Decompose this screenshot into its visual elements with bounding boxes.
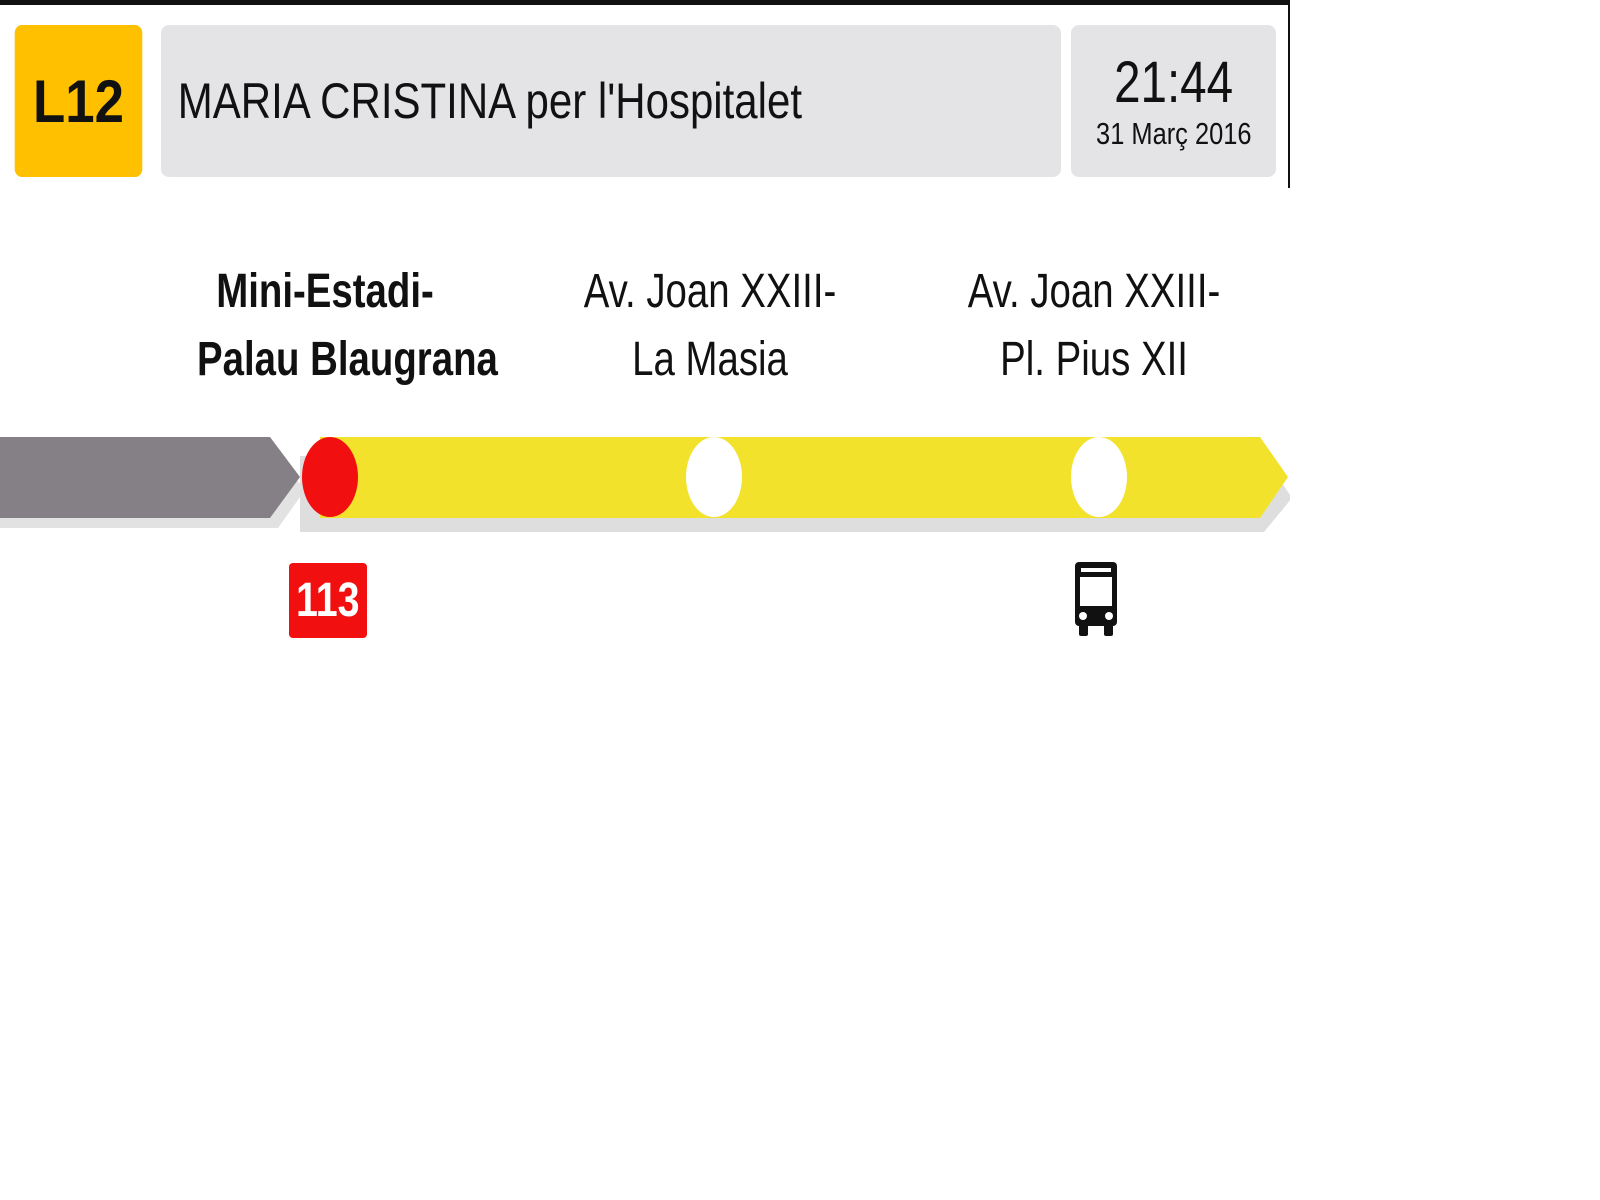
- destination-panel: MARIA CRISTINA per l'Hospitalet: [161, 25, 1061, 177]
- route-display-screen: L12 MARIA CRISTINA per l'Hospitalet 21:4…: [0, 0, 1290, 650]
- stop-marker: [1071, 437, 1127, 517]
- stop-label-la-masia: Av. Joan XXIII- La Masia: [582, 258, 838, 394]
- route-strip: [0, 437, 1290, 532]
- clock-panel: 21:44 31 Març 2016: [1071, 25, 1276, 177]
- stop-label-pius-xii: Av. Joan XXIII- Pl. Pius XII: [966, 258, 1222, 394]
- bus-line-number: 113: [296, 574, 360, 627]
- passed-segment: [0, 437, 300, 518]
- stop-name-line1: Av. Joan XXIII-: [967, 265, 1221, 318]
- destination-text: MARIA CRISTINA per l'Hospitalet: [177, 73, 803, 129]
- right-border: [1288, 0, 1290, 188]
- clock-time: 21:44: [1113, 50, 1234, 115]
- stop-label-mini-estadi: Mini-Estadi- Palau Blaugrana: [197, 258, 498, 394]
- line-badge: L12: [14, 25, 143, 177]
- stop-name-line2: Pl. Pius XII: [1000, 333, 1188, 386]
- stop-marker-current: [302, 437, 358, 517]
- stop-name-line2: Palau Blaugrana: [197, 333, 498, 386]
- clock-date: 31 Març 2016: [1095, 116, 1252, 151]
- stop-name-line1: Mini-Estadi-: [216, 265, 434, 318]
- bus-icon: [1075, 562, 1117, 636]
- stop-marker: [686, 437, 742, 517]
- stop-name-line1: Av. Joan XXIII-: [583, 265, 837, 318]
- stop-name-line2: La Masia: [632, 333, 788, 386]
- active-segment: [320, 437, 1288, 518]
- top-border: [0, 0, 1290, 5]
- bus-line-113-badge: 113: [289, 563, 367, 638]
